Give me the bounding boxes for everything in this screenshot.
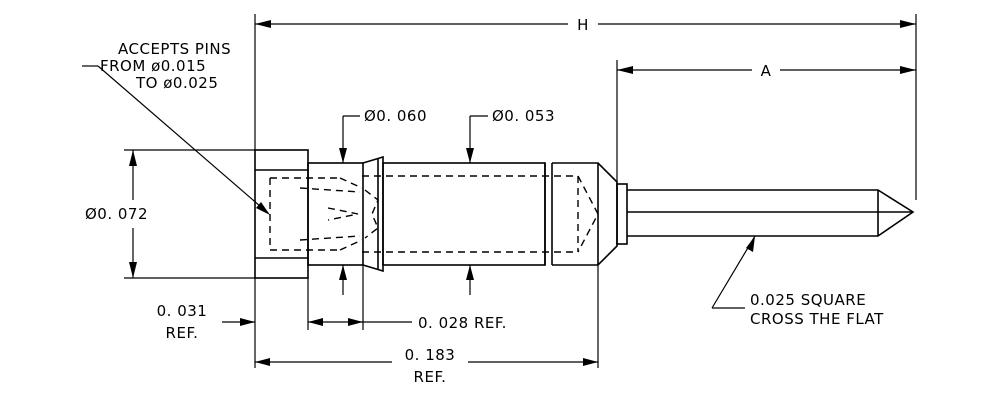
dim-len-183: 0. 183 REF. [255, 265, 599, 386]
dim-h-label: H [577, 16, 589, 34]
dim-a: A [616, 60, 916, 184]
dim-dia-053-label: Ø0. 053 [492, 107, 555, 125]
accepts-pins-note: ACCEPTS PINS FROM ø0.015 TO ø0.025 [82, 40, 270, 215]
collar [616, 183, 628, 245]
dim-dia-060-label: Ø0. 060 [364, 107, 427, 125]
neck [307, 162, 364, 266]
part-outline [254, 149, 915, 279]
square-note-line1: 0.025 SQUARE [750, 291, 866, 309]
dim-len-183-ref: REF. [414, 368, 447, 386]
accepts-note-line2: FROM ø0.015 [100, 57, 206, 75]
dim-len-028-label: 0. 028 REF. [418, 314, 507, 332]
dim-len-031: 0. 031 REF. [157, 278, 309, 368]
dim-len-028: 0. 028 REF. [308, 265, 507, 332]
accepts-note-line1: ACCEPTS PINS [118, 40, 231, 58]
dim-len-183-value: 0. 183 [405, 346, 456, 364]
square-note-line2: CROSS THE FLAT [750, 310, 884, 328]
dim-h: H [254, 14, 917, 200]
accepts-note-line3: TO ø0.025 [135, 74, 218, 92]
body [382, 162, 546, 266]
dim-a-label: A [761, 62, 772, 80]
dim-len-031-value: 0. 031 [157, 302, 208, 320]
hidden-lines [269, 175, 599, 253]
square-pin-note: 0.025 SQUARE CROSS THE FLAT [711, 235, 884, 328]
dim-len-031-ref: REF. [166, 324, 199, 342]
dim-dia-053: Ø0. 053 [466, 107, 555, 295]
dim-dia-072: Ø0. 072 [85, 149, 255, 279]
dim-dia-072-label: Ø0. 072 [85, 205, 148, 223]
dim-dia-060: Ø0. 060 [339, 107, 427, 295]
